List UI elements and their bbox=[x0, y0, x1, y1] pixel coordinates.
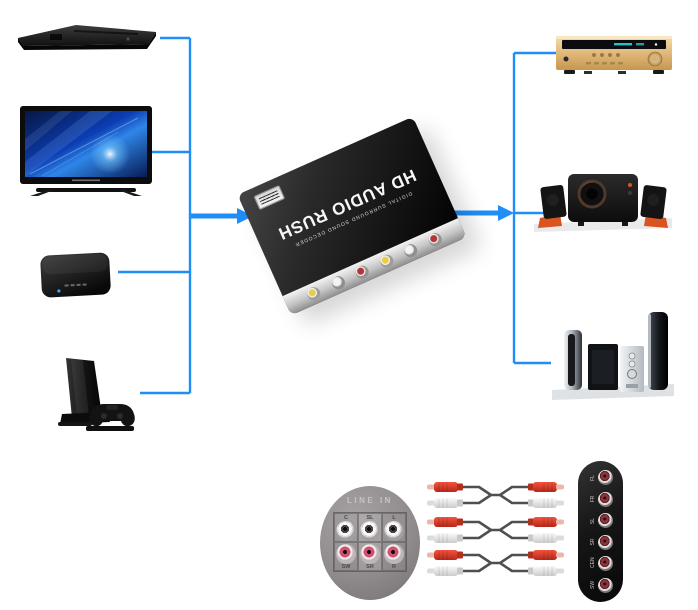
rca-cables-image bbox=[427, 481, 564, 578]
line-in-jack-grid: C SL L SW SR R bbox=[333, 512, 407, 572]
rca-cable bbox=[427, 548, 564, 578]
multimedia-speakers-image bbox=[534, 172, 672, 236]
line-in-panel-image: LINE IN C SL L SW SR bbox=[320, 486, 420, 600]
rca-jack-white bbox=[360, 520, 380, 541]
rca-jack-white bbox=[384, 520, 404, 541]
rca-jack-red bbox=[597, 577, 613, 593]
rca-jack-red bbox=[597, 534, 613, 550]
rca-jack-red bbox=[384, 543, 404, 564]
jack-row-center: CEN bbox=[578, 556, 623, 572]
line-in-cell-left: L bbox=[382, 513, 406, 542]
jack-row-surround-left: SL bbox=[578, 513, 623, 529]
rca-jack-red bbox=[353, 263, 372, 281]
rca-cable bbox=[427, 515, 564, 545]
line-in-cell-center: C bbox=[334, 513, 358, 542]
av-receiver-image bbox=[556, 32, 672, 78]
rca-jack-red bbox=[597, 470, 613, 485]
home-theater-speakers-image bbox=[552, 306, 674, 402]
line-in-cell-subwoofer: SW bbox=[334, 542, 358, 571]
blu-ray-player-image bbox=[16, 20, 158, 52]
television-image bbox=[20, 106, 152, 198]
decoder-brand-text: HD AUDIO RUSH bbox=[275, 165, 420, 245]
line-in-cell-surround-left: SL bbox=[358, 513, 382, 542]
line-in-cell-right: R bbox=[382, 542, 406, 571]
game-console-image bbox=[38, 356, 142, 436]
rca-jack-yellow bbox=[305, 284, 323, 303]
line-in-title: LINE IN bbox=[347, 496, 393, 505]
rca-jack-white bbox=[329, 274, 347, 292]
rca-jack-red bbox=[360, 543, 380, 564]
decoder-rear-jack-panel-image: FL FR SL SR CEN SW bbox=[578, 461, 623, 602]
rca-jack-red bbox=[426, 231, 444, 249]
rca-jack-red bbox=[597, 491, 613, 507]
rca-jack-red bbox=[597, 513, 613, 529]
jack-row-front-left: FL bbox=[578, 470, 623, 485]
rca-jack-white bbox=[402, 242, 420, 260]
line-in-cell-surround-right: SR bbox=[358, 542, 382, 571]
input-arrow-icon bbox=[190, 208, 253, 224]
tv-box-image bbox=[36, 244, 116, 304]
jack-row-subwoofer: SW bbox=[578, 577, 623, 593]
rca-jack-yellow bbox=[378, 252, 396, 270]
jack-row-front-right: FR bbox=[578, 491, 623, 507]
rca-jack-red bbox=[597, 556, 613, 572]
rca-jack-red bbox=[336, 543, 356, 564]
rca-jack-white bbox=[336, 520, 356, 541]
jack-row-surround-right: SR bbox=[578, 534, 623, 550]
rca-cable bbox=[427, 481, 564, 510]
